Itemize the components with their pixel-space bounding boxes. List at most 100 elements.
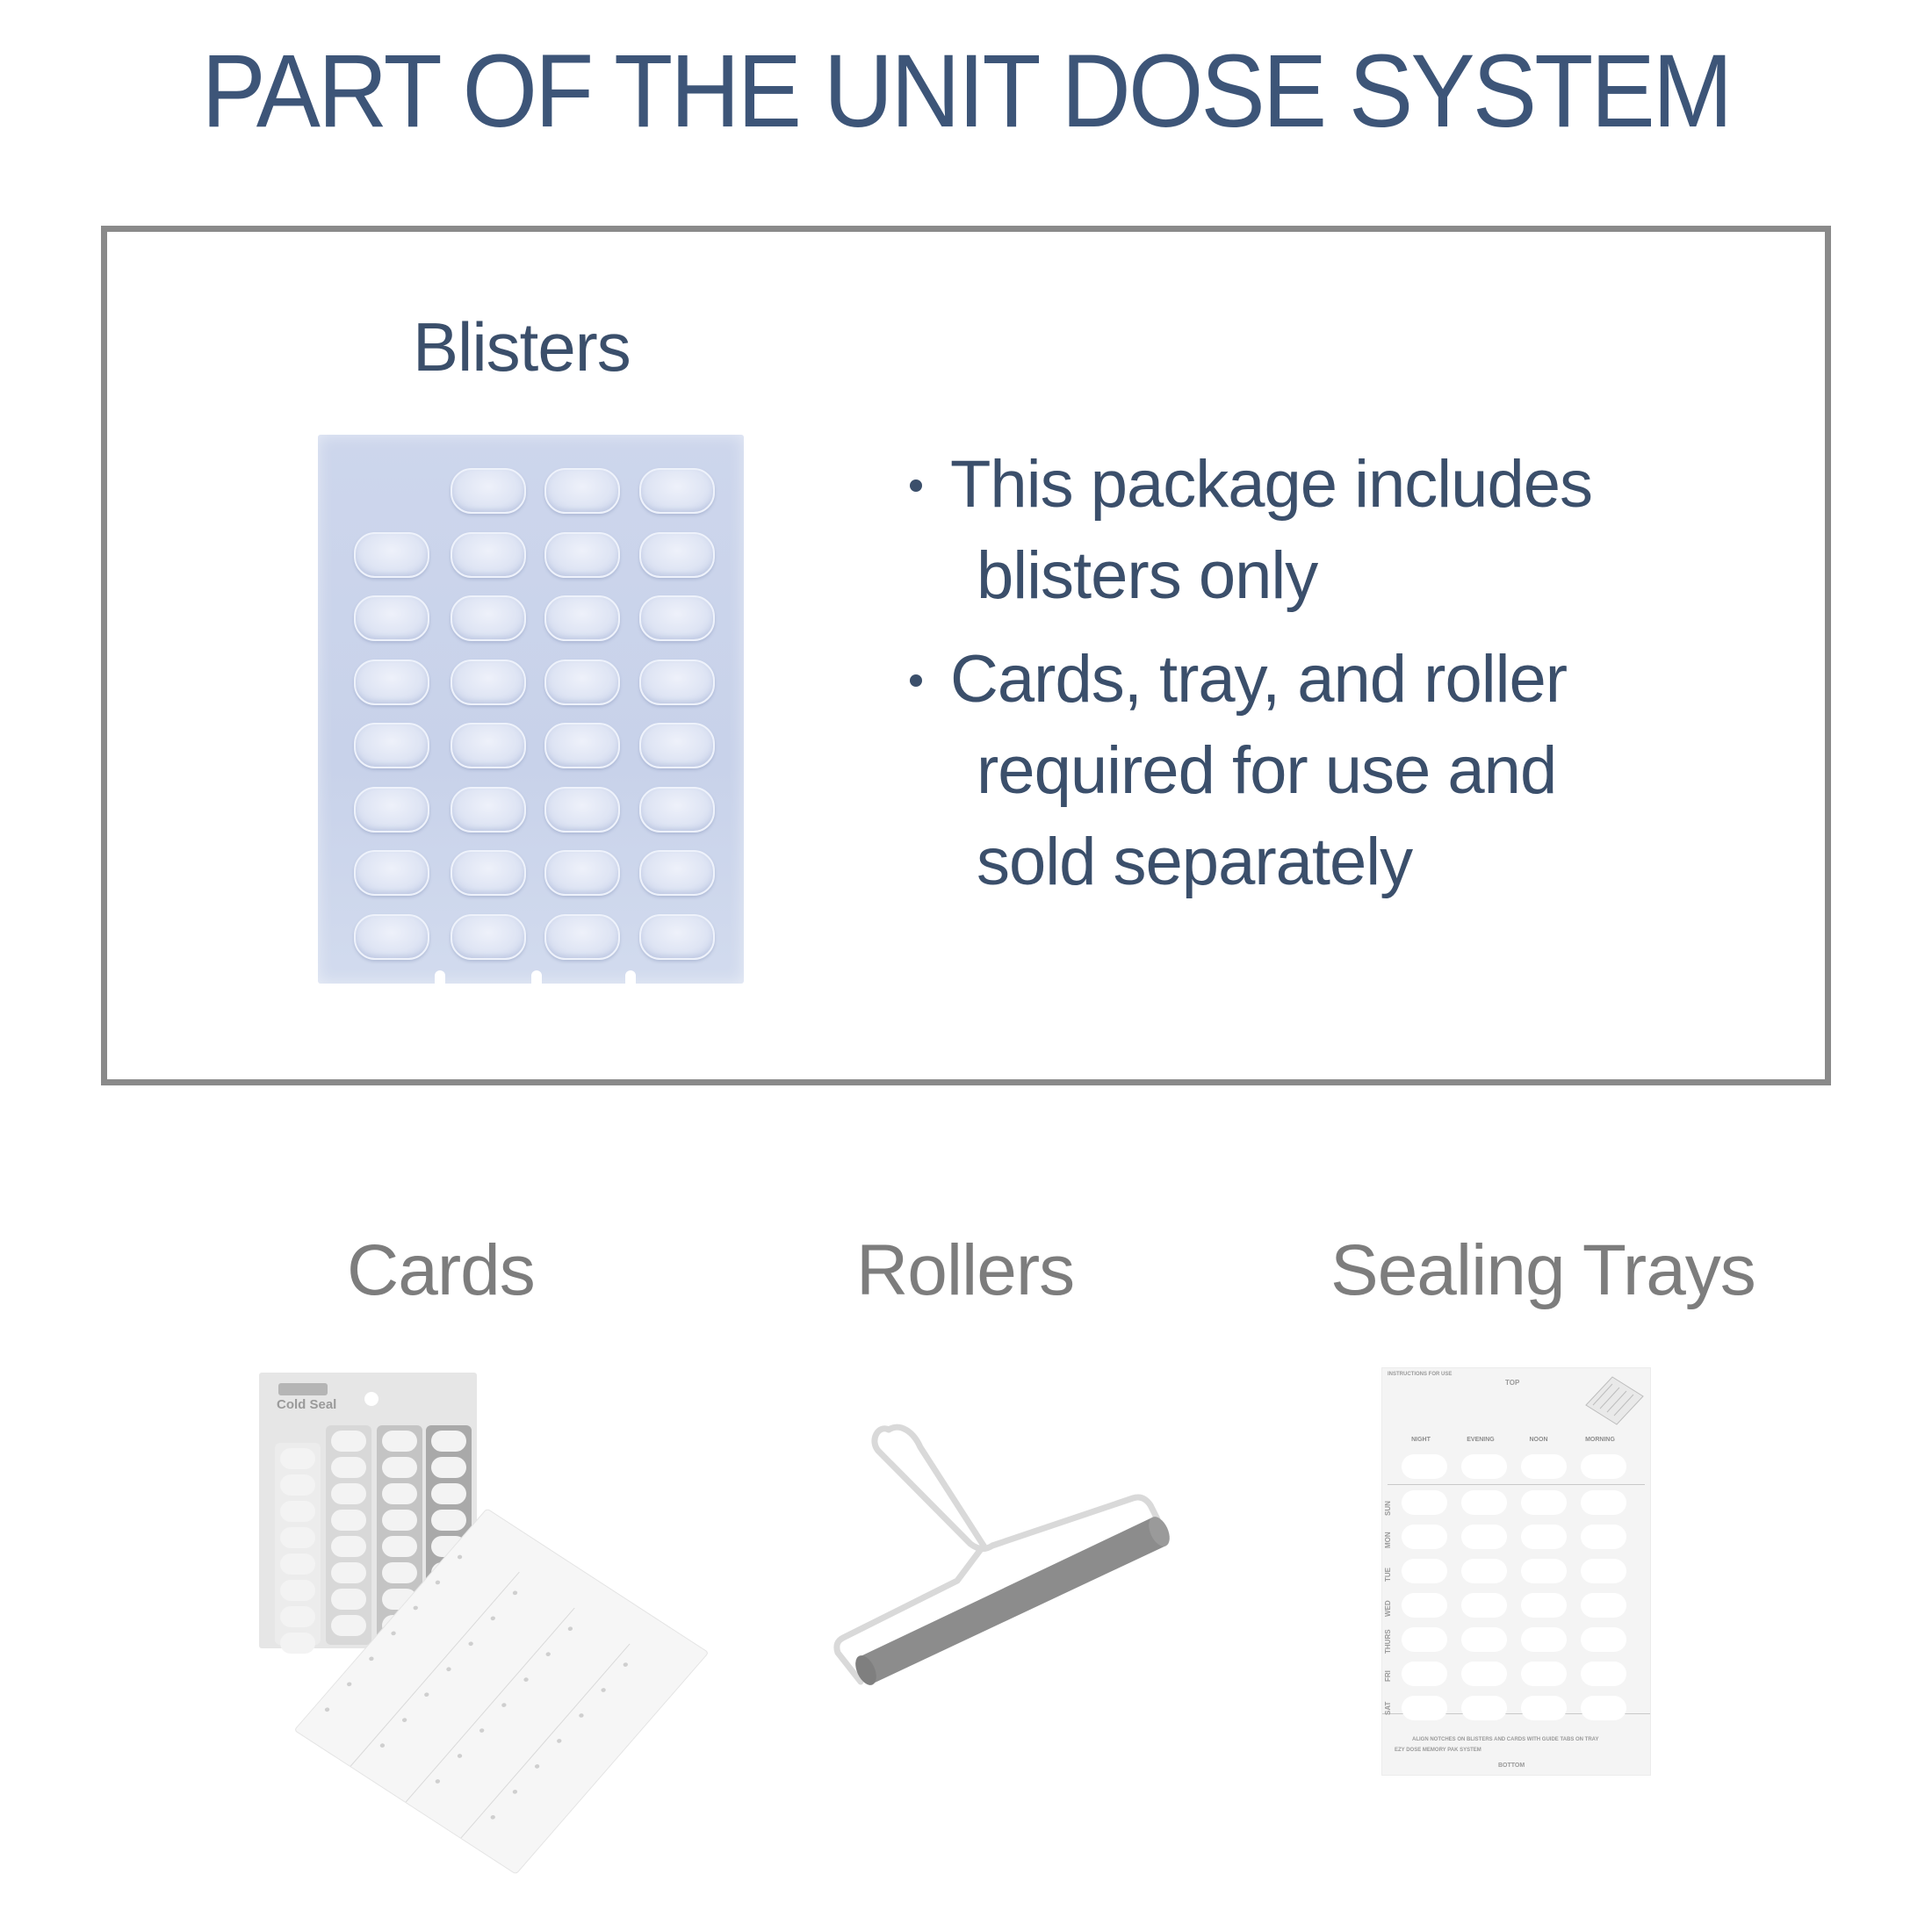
- card-mark: [423, 1691, 430, 1698]
- tray-day-label: MON: [1384, 1532, 1392, 1548]
- blister-bubble: [544, 595, 620, 641]
- tray-day-label: TUE: [1384, 1568, 1392, 1582]
- card-pill-slot: [280, 1474, 315, 1496]
- card-mark: [434, 1778, 442, 1784]
- card-column: [326, 1425, 371, 1645]
- blister-bubble: [354, 531, 429, 578]
- card-pill-slot: [331, 1536, 366, 1557]
- card-mark: [544, 1651, 551, 1657]
- blister-sheet-image: [318, 435, 744, 984]
- tray-cell: [1461, 1593, 1507, 1618]
- page-title: PART OF THE UNIT DOSE SYSTEM: [201, 33, 1733, 149]
- tray-cell: [1521, 1696, 1567, 1720]
- card-mark: [511, 1590, 519, 1597]
- card-mark: [445, 1666, 452, 1672]
- tray-cell: [1581, 1559, 1626, 1583]
- card-mark: [533, 1763, 541, 1770]
- tray-cell: [1402, 1696, 1447, 1720]
- blister-notch: [531, 970, 542, 984]
- tray-cell: [1402, 1662, 1447, 1686]
- blister-bubble: [354, 595, 429, 641]
- bullet-line: sold separately: [977, 825, 1413, 899]
- blister-bubble: [639, 659, 715, 705]
- tray-cell: [1402, 1627, 1447, 1652]
- tray-col-header: NIGHT: [1411, 1437, 1431, 1443]
- tray-day-label: SUN: [1384, 1501, 1392, 1516]
- tray-divider: [1382, 1713, 1650, 1714]
- sealing-tray-photo: INSTRUCTIONS FOR USE TOP NIGHT EVENING N…: [1381, 1367, 1651, 1776]
- tray-day-label: FRI: [1384, 1670, 1392, 1682]
- card-pill-slot: [280, 1527, 315, 1548]
- card-pill-slot: [280, 1554, 315, 1575]
- card-mark: [523, 1676, 530, 1683]
- tray-cell: [1402, 1525, 1447, 1549]
- hang-hole: [364, 1392, 378, 1406]
- tray-cell: [1581, 1525, 1626, 1549]
- card-mark: [489, 1615, 497, 1622]
- card-mark: [368, 1655, 375, 1662]
- card-mark: [501, 1702, 508, 1708]
- tray-cell: [1461, 1454, 1507, 1479]
- tray-cell: [1402, 1454, 1447, 1479]
- tray-cell: [1521, 1454, 1567, 1479]
- cards-label: Cards: [347, 1230, 536, 1310]
- tray-day-label: WED: [1384, 1600, 1392, 1617]
- blisters-label: Blisters: [413, 308, 631, 386]
- card-pill-slot: [331, 1431, 366, 1452]
- blister-bubble: [544, 786, 620, 833]
- bullet-line: This package includes: [950, 447, 1593, 522]
- blister-bubble: [451, 723, 526, 768]
- tray-cell: [1402, 1593, 1447, 1618]
- tray-align-note: ALIGN NOTCHES ON BLISTERS AND CARDS WITH…: [1412, 1737, 1599, 1742]
- roller-icon: [833, 1424, 1170, 1685]
- tray-brand-line: EZY DOSE MEMORY PAK SYSTEM: [1395, 1748, 1481, 1753]
- tray-cell: [1461, 1662, 1507, 1686]
- card-pill-slot: [382, 1536, 417, 1557]
- card-pill-slot: [431, 1483, 466, 1504]
- blister-bubble: [354, 786, 429, 833]
- blister-bubble: [354, 723, 429, 768]
- tray-cell: [1461, 1696, 1507, 1720]
- card-pill-slot: [331, 1483, 366, 1504]
- card-mark: [400, 1717, 408, 1723]
- feature-bullet-list: This package includes blisters only Card…: [896, 439, 1774, 920]
- blister-bubble: [544, 723, 620, 768]
- blister-bubble: [451, 659, 526, 705]
- card-pill-slot: [382, 1510, 417, 1531]
- card-pill-slot: [431, 1510, 466, 1531]
- blister-bubble: [451, 913, 526, 960]
- blister-bubble: [451, 595, 526, 641]
- blister-bubble: [544, 659, 620, 705]
- blister-bubble: [544, 531, 620, 578]
- card-pill-slot: [431, 1431, 466, 1452]
- card-mark: [412, 1604, 419, 1611]
- card-pill-slot: [382, 1562, 417, 1583]
- bullet-dot-icon: [910, 674, 922, 687]
- card-pill-slot: [331, 1615, 366, 1636]
- card-pill-slot: [280, 1580, 315, 1601]
- blister-notch: [625, 970, 636, 984]
- tray-col-header: NOON: [1529, 1437, 1548, 1443]
- tray-top-label: TOP: [1505, 1379, 1520, 1387]
- roller-photo: [825, 1414, 1194, 1748]
- card-pill-slot: [280, 1633, 315, 1654]
- card-mark: [556, 1738, 563, 1744]
- tray-cell: [1581, 1490, 1626, 1515]
- tray-day-label: THURS: [1384, 1629, 1392, 1654]
- blister-bubble: [544, 913, 620, 960]
- card-pill-slot: [331, 1589, 366, 1610]
- tray-day-label: SAT: [1384, 1701, 1392, 1715]
- tray-cell: [1521, 1627, 1567, 1652]
- blister-bubble: [639, 531, 715, 578]
- card-mark: [489, 1814, 496, 1820]
- blister-bubble: [544, 468, 620, 514]
- card-column: [275, 1443, 321, 1654]
- tray-cell: [1402, 1490, 1447, 1515]
- card-mark: [600, 1687, 607, 1693]
- tray-cell: [1402, 1559, 1447, 1583]
- card-mark: [566, 1626, 574, 1632]
- card-mark: [578, 1712, 585, 1719]
- tray-cell: [1581, 1662, 1626, 1686]
- featured-product-box: [101, 226, 1831, 1085]
- card-mark: [434, 1579, 442, 1586]
